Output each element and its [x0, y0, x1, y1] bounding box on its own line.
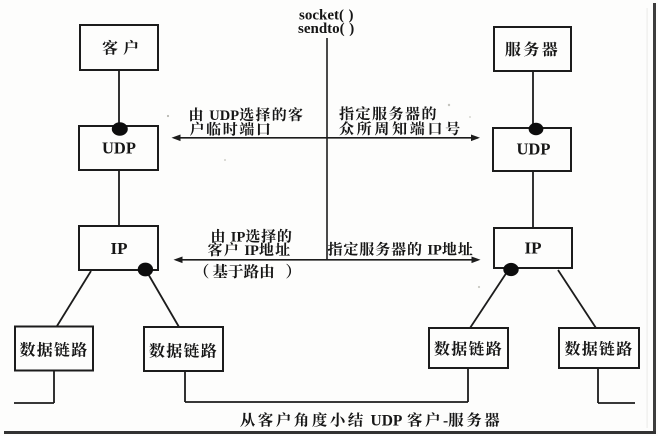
svg-text:-: -	[443, 413, 448, 430]
svg-text:): )	[349, 21, 354, 37]
svg-text:IP: IP	[231, 230, 246, 246]
svg-text:sendto(: sendto(	[298, 21, 345, 37]
svg-text:IP: IP	[427, 243, 442, 259]
svg-text:IP: IP	[244, 243, 259, 259]
svg-text:UDP: UDP	[102, 139, 136, 158]
svg-text:UDP: UDP	[371, 413, 403, 430]
svg-text:): )	[349, 8, 354, 24]
svg-text:IP: IP	[525, 239, 542, 258]
svg-text:IP: IP	[111, 239, 128, 258]
svg-text:UDP: UDP	[209, 108, 239, 124]
svg-text:socket(: socket(	[299, 8, 344, 24]
svg-text:UDP: UDP	[517, 140, 551, 159]
